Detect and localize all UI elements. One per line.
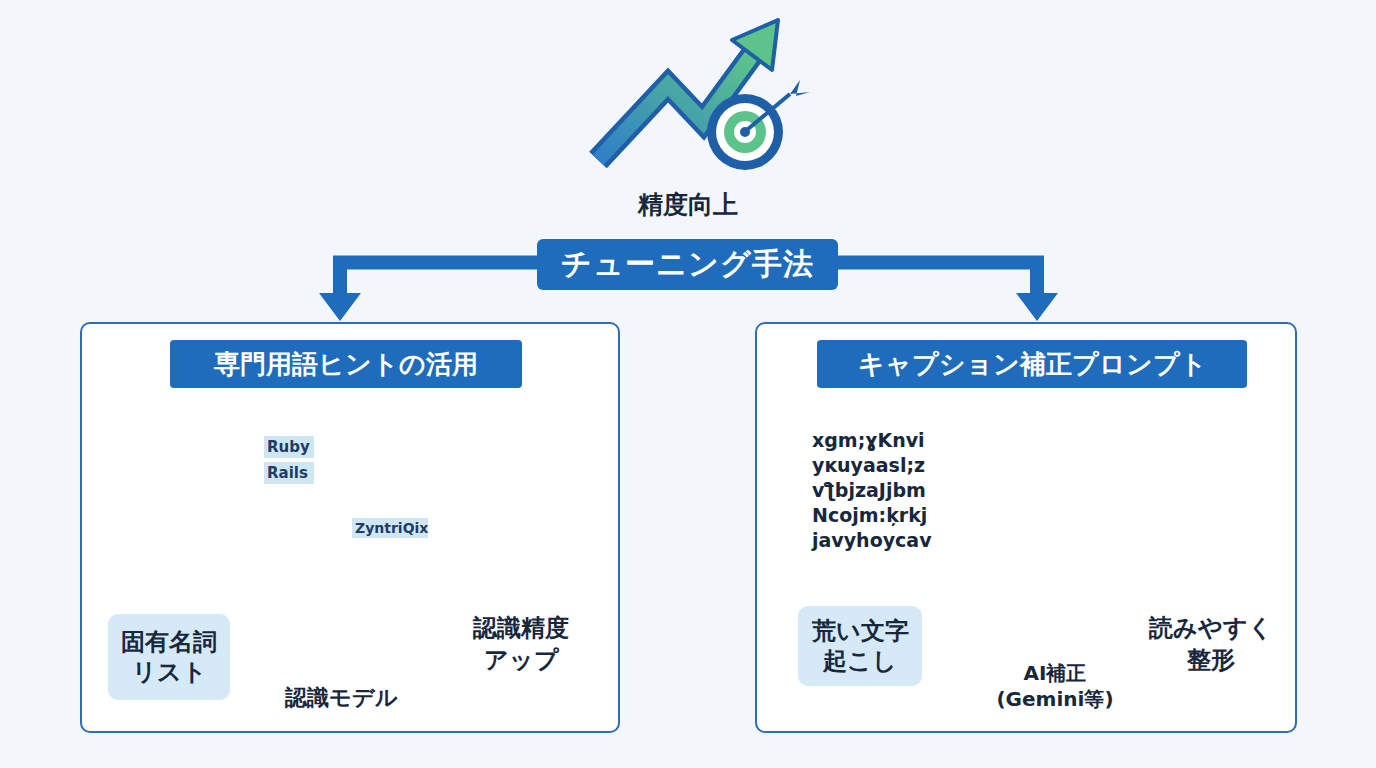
dart-shaft xyxy=(748,94,790,129)
term-tag: ZyntriQix xyxy=(352,518,428,538)
target-ring xyxy=(724,111,766,153)
result-text: 読みやすく 整形 xyxy=(1146,612,1276,676)
growth-arrow xyxy=(598,55,752,160)
panel-heading: 専門用語ヒントの活用 xyxy=(170,340,522,388)
connector xyxy=(340,262,537,295)
target-ring xyxy=(716,103,774,161)
garbled-text: xgm;ɣKnvi yĸuyaasl;z vƪbjzaJjbm Ncojm:ķr… xyxy=(812,428,947,553)
term-tag: Rails xyxy=(264,462,314,484)
icon-caption: AI補正 (Gemini等) xyxy=(990,660,1120,712)
input-box: 固有名詞 リスト xyxy=(108,614,230,700)
diagram-title: 精度向上 xyxy=(588,188,788,221)
panel-heading: キャプション補正プロンプト xyxy=(817,340,1247,388)
growth-icon xyxy=(598,20,810,170)
arrow-head xyxy=(319,293,361,321)
band-text: チューニング手法 xyxy=(561,244,814,285)
dart-fletching xyxy=(790,80,810,96)
result-text: 認識精度 アップ xyxy=(462,612,580,676)
connector xyxy=(838,262,1037,295)
growth-arrow-outline xyxy=(598,55,752,160)
icon-caption: 認識モデル xyxy=(280,683,402,712)
target-ring xyxy=(707,94,783,170)
box-text: 荒い文字 起こし xyxy=(798,616,922,676)
box-text: 固有名詞 リスト xyxy=(108,627,230,687)
target-ring xyxy=(734,121,756,143)
term-tag: Ruby xyxy=(264,436,314,458)
growth-arrow-head xyxy=(732,20,778,70)
arrow-head xyxy=(1016,293,1058,321)
input-box: 荒い文字 起こし xyxy=(798,606,922,686)
target-center xyxy=(740,127,750,137)
method-band: チューニング手法 xyxy=(537,239,838,290)
